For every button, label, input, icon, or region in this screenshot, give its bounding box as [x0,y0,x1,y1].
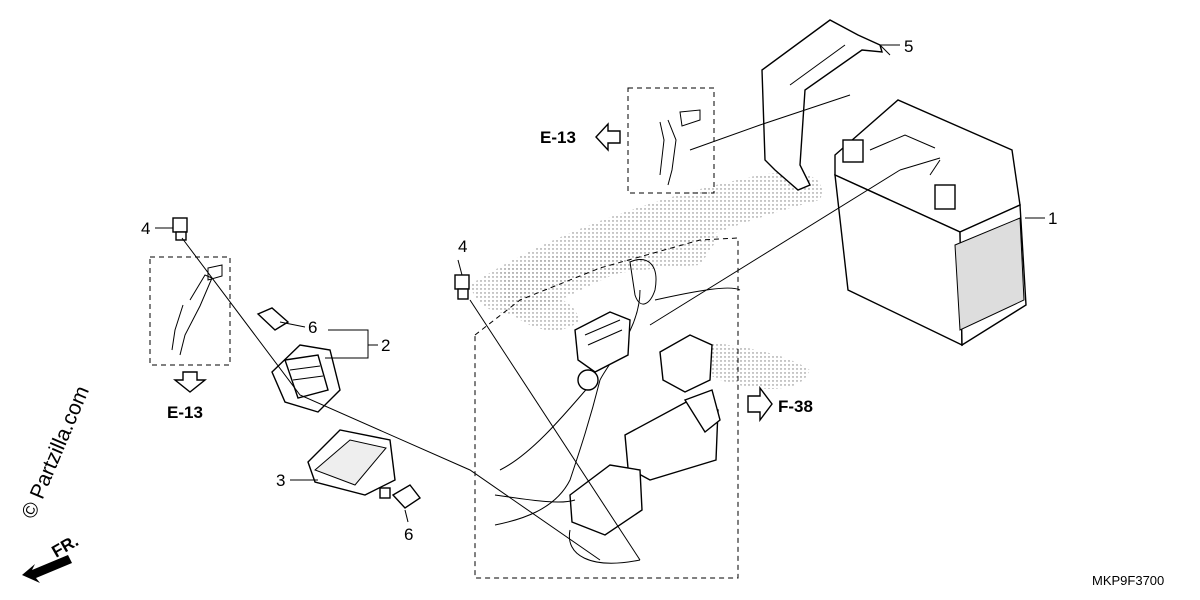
battery-terminal-positive [842,139,864,163]
bolt-center[interactable] [454,274,470,300]
callout-5[interactable]: 5 [904,37,913,56]
callout-6-bottom[interactable]: 6 [404,525,413,544]
battery-terminal-negative [934,184,956,210]
front-direction-arrow [22,555,72,583]
callout-4-center[interactable]: 4 [458,237,467,256]
callout-6-top[interactable]: 6 [308,318,317,337]
callout-3[interactable]: 3 [276,471,285,490]
battery-band[interactable] [761,19,891,191]
leader-lines [155,44,1045,561]
fuse-top[interactable] [256,307,290,331]
ref-arrow-right [747,385,773,423]
front-label: FR. [49,531,82,561]
ref-arrow-left [173,371,207,393]
relay-cover[interactable] [307,429,396,499]
ref-f38[interactable]: F-38 [778,397,813,416]
harness-area [474,237,741,579]
ref-e13-top[interactable]: E-13 [540,128,576,147]
fuse-bottom[interactable] [391,484,422,509]
callout-1[interactable]: 1 [1048,209,1057,228]
watermark: © Partzilla.com [17,383,93,522]
battery[interactable] [834,99,1027,347]
callout-4-left[interactable]: 4 [141,219,150,238]
inset-cable-left [149,256,231,366]
drawing-code: MKP9F3700 [1092,573,1164,588]
starter-relay[interactable] [271,344,341,413]
inset-cable-top [627,87,851,194]
bolt-left[interactable] [172,217,188,241]
harness-shading [470,172,822,390]
callout-2[interactable]: 2 [381,336,390,355]
ref-e13-left[interactable]: E-13 [167,403,203,422]
ref-arrow-top [595,122,621,152]
